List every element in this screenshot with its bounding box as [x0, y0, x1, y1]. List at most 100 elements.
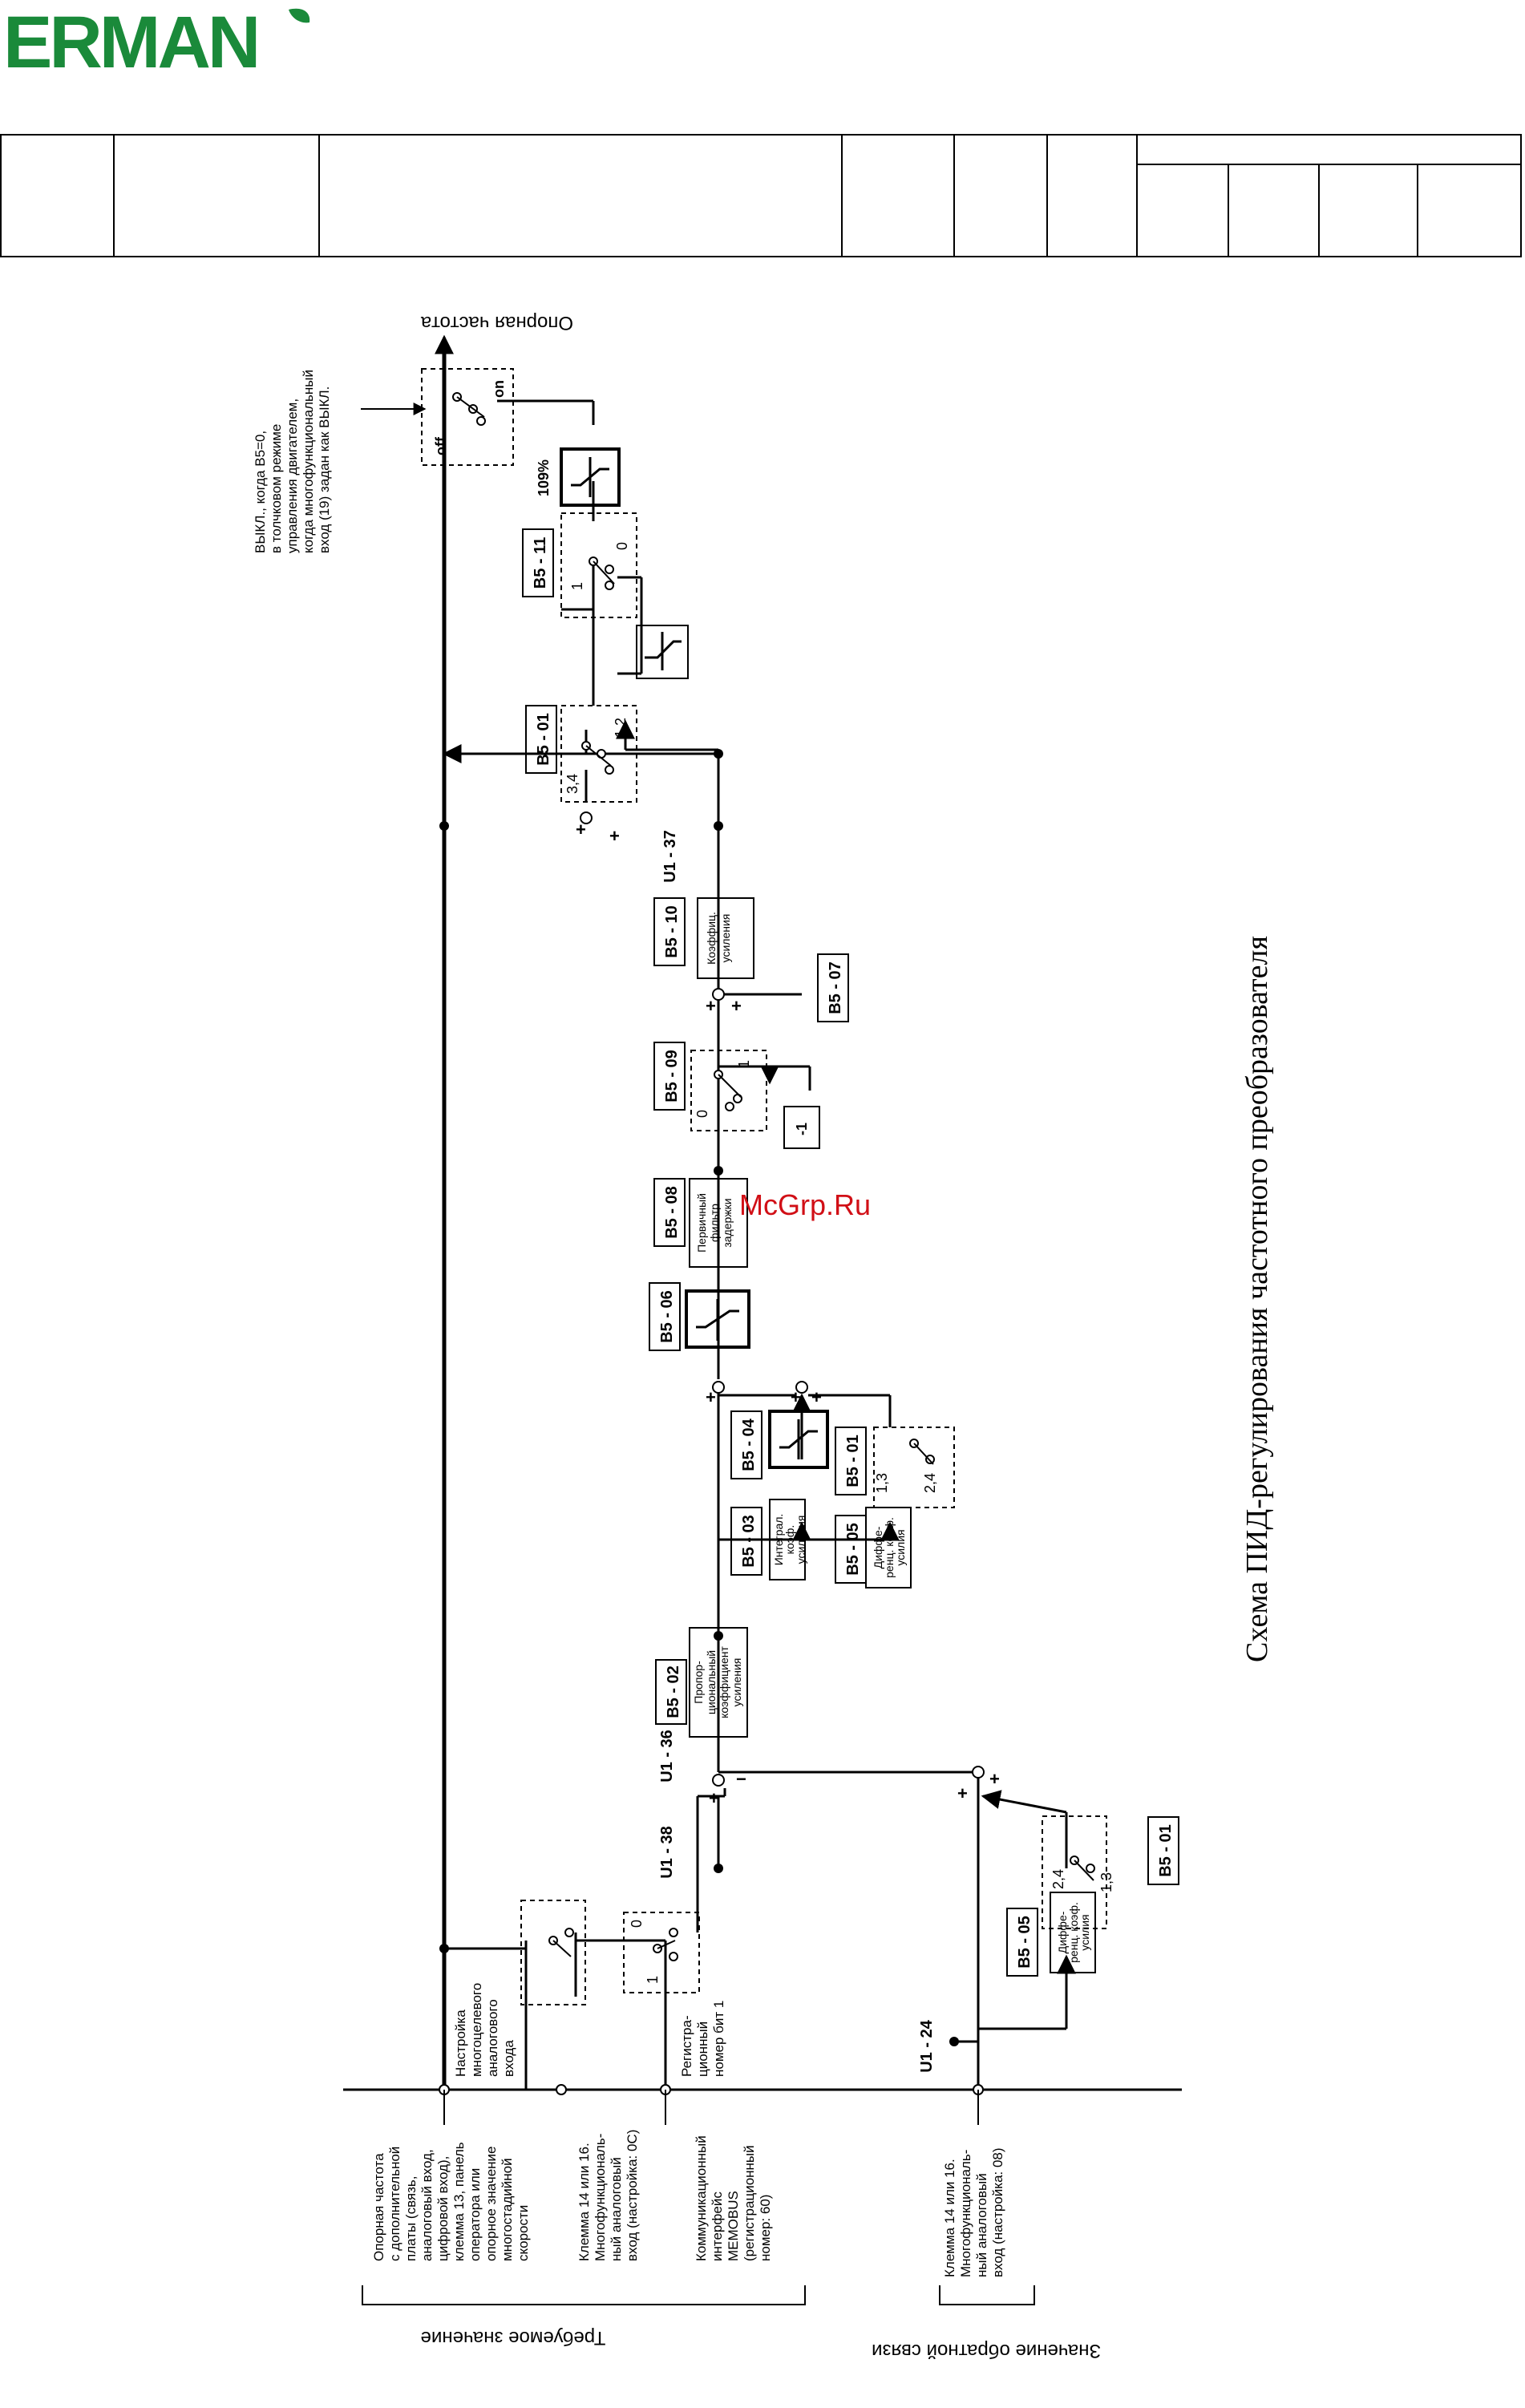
- svg-text:скорости: скорости: [516, 2205, 531, 2261]
- svg-text:ВЫКЛ., когда B5=0,: ВЫКЛ., когда B5=0,: [253, 431, 268, 553]
- svg-text:+: +: [706, 996, 716, 1016]
- b511-0-label: 0: [614, 542, 630, 550]
- gain-caption: Коэффиц. усиления: [705, 912, 732, 965]
- b501-34-label: 3,4: [564, 774, 580, 794]
- b506-limit-block: [685, 1289, 750, 1349]
- svg-text:усиления: усиления: [730, 1658, 743, 1707]
- b5-09-label: B5 - 09: [663, 1050, 681, 1103]
- b5-03-label: B5 - 03: [740, 1515, 758, 1568]
- svg-text:клемма 13, панель: клемма 13, панель: [451, 2142, 467, 2261]
- prop-gain-block: [689, 1627, 748, 1738]
- on-label: on: [491, 380, 507, 398]
- svg-text:+: +: [989, 1769, 1000, 1789]
- top-13-label: 1,3: [874, 1473, 890, 1493]
- u1-37-label: U1 - 37: [661, 830, 679, 883]
- svg-text:ционный: ционный: [695, 2022, 710, 2077]
- svg-text:+: +: [811, 1387, 822, 1407]
- svg-text:ный аналоговый: ный аналоговый: [974, 2173, 989, 2277]
- multi-analog-text: Клемма 14 или 16. Многофункциональ- ный …: [576, 2130, 640, 2261]
- gain-block: [697, 897, 754, 979]
- svg-text:MEMOBUS: MEMOBUS: [726, 2191, 741, 2261]
- diff-gain-bot-block: [1050, 1892, 1096, 1973]
- primary-filter-caption: Первичный фильтр задержки: [695, 1193, 734, 1253]
- svg-text:Клемма 14 или 16.: Клемма 14 или 16.: [942, 2159, 957, 2277]
- diagram-title: Схема ПИД-регулирования частотного преоб…: [1240, 936, 1274, 1662]
- neg-one-block: [783, 1106, 820, 1149]
- param-boxes: [522, 528, 1179, 1977]
- blocks: [560, 447, 1096, 1973]
- b5-06-label: B5 - 06: [658, 1290, 676, 1343]
- svg-text:Первичный: Первичный: [695, 1193, 708, 1253]
- svg-text:Регистра-: Регистра-: [679, 2015, 694, 2077]
- memobus-text: Коммуникационный интерфейс MEMOBUS (реги…: [694, 2135, 773, 2261]
- multi-setting-text: Настройка многоцелевого аналогового вход…: [453, 1983, 516, 2077]
- svg-text:−: −: [736, 1769, 746, 1789]
- svg-text:Коммуникационный: Коммуникационный: [694, 2135, 709, 2261]
- register-bit-text: Регистра- ционный номер бит 1: [679, 2001, 726, 2077]
- integral-gain-caption: Интеграл. коэф. усиления: [772, 1514, 807, 1566]
- sel-1-label: 1: [645, 1976, 661, 1984]
- ref-freq-text: Опорная частота с дополнительной платы (…: [371, 2142, 531, 2261]
- svg-text:коэффициент: коэффициент: [718, 1645, 730, 1718]
- svg-text:усиления: усиления: [795, 1516, 807, 1564]
- svg-text:+: +: [791, 1387, 801, 1407]
- svg-text:номер: 60): номер: 60): [758, 2195, 773, 2261]
- bot-13-label: 1,3: [1098, 1872, 1114, 1892]
- svg-text:Клемма 14 или 16.: Клемма 14 или 16.: [576, 2143, 592, 2261]
- switch-frames: [421, 368, 1107, 2005]
- top-24-label: 2,4: [922, 1473, 938, 1493]
- b5-04-label: B5 - 04: [740, 1418, 758, 1471]
- svg-text:Диффе-: Диффе-: [872, 1526, 884, 1568]
- off-label: off: [433, 436, 449, 455]
- svg-text:ренц. коэф.: ренц. коэф.: [883, 1517, 896, 1578]
- svg-text:циональный: циональный: [705, 1650, 718, 1714]
- svg-text:усиления: усиления: [719, 914, 732, 963]
- logo-text: ERMAN: [3, 3, 257, 72]
- svg-text:Диффе-: Диффе-: [1056, 1911, 1069, 1953]
- feedback-terminal-text: Клемма 14 или 16. Многофункциональ- ный …: [942, 2147, 1005, 2277]
- svg-text:+: +: [576, 820, 586, 840]
- svg-text:+: +: [731, 996, 742, 1016]
- limit-109-block: [560, 447, 621, 507]
- svg-text:усилия: усилия: [1078, 1914, 1091, 1950]
- svg-text:платы (связь,: платы (связь,: [403, 2175, 419, 2261]
- limit-109-label: 109%: [536, 459, 552, 496]
- b509-1-label: 1: [736, 1060, 752, 1068]
- b5-10-label: B5 - 10: [663, 905, 681, 958]
- neg-one-label: -1: [794, 1123, 810, 1135]
- svg-text:фильтр: фильтр: [708, 1204, 721, 1242]
- svg-text:задержки: задержки: [721, 1198, 734, 1247]
- u1-38-label: U1 - 38: [658, 1826, 676, 1879]
- svg-text:вход (настройка: 08): вход (настройка: 08): [990, 2147, 1005, 2277]
- switch-labels: 0 1 0 1 1,2 3,4 1 0 1,3 2,4 2,4 1,3 off …: [433, 380, 1114, 1984]
- svg-text:с дополнительной: с дополнительной: [387, 2147, 402, 2261]
- svg-text:ный аналоговый: ный аналоговый: [609, 2157, 624, 2261]
- svg-text:Опорная частота: Опорная частота: [371, 2153, 386, 2261]
- b5-01-mid-label: B5 - 01: [535, 713, 552, 766]
- output-label: Опорная частота: [420, 312, 573, 334]
- diff-gain-top-caption: Диффе- ренц. коэф. усилия: [872, 1517, 907, 1578]
- svg-text:Пропор-: Пропор-: [692, 1661, 705, 1704]
- svg-text:вход (настройка: 0C): вход (настройка: 0C): [625, 2130, 640, 2261]
- integral-gain-block: [769, 1499, 806, 1580]
- svg-text:аналогового: аналогового: [485, 1999, 500, 2077]
- b509-0-label: 0: [694, 1110, 710, 1118]
- svg-text:ренц. коэф.: ренц. коэф.: [1067, 1902, 1080, 1963]
- b5-01-bot-label: B5 - 01: [1157, 1824, 1175, 1877]
- svg-text:Многофункциональ-: Многофункциональ-: [593, 2134, 608, 2261]
- svg-text:Многофункциональ-: Многофункциональ-: [958, 2150, 973, 2277]
- svg-text:+: +: [609, 826, 620, 846]
- junction-dots: [439, 749, 959, 2046]
- svg-text:аналоговый вход,: аналоговый вход,: [419, 2149, 435, 2261]
- svg-text:входа: входа: [501, 2040, 516, 2077]
- b5-05-bot-label: B5 - 05: [1016, 1916, 1034, 1969]
- svg-text:Интеграл.: Интеграл.: [772, 1514, 785, 1566]
- svg-text:Настройка: Настройка: [453, 2009, 468, 2077]
- required-value-label: Требуемое значение: [421, 2327, 606, 2349]
- svg-text:+: +: [706, 1387, 716, 1407]
- prop-gain-caption: Пропор- циональный коэффициент усиления: [692, 1645, 743, 1718]
- feedback-value-label: Значение обратной связи: [872, 2340, 1101, 2361]
- watermark: McGrp.Ru: [739, 1188, 871, 1221]
- off-note: ВЫКЛ., когда B5=0, в толчковом режиме уп…: [253, 370, 332, 553]
